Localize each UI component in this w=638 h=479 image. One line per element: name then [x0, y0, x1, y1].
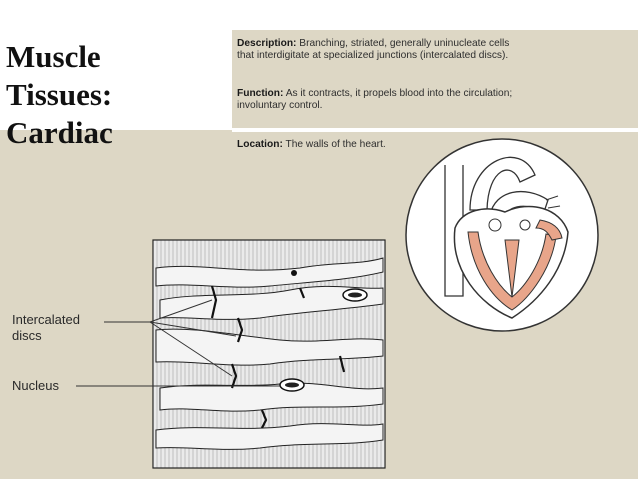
- intercalated-discs-label: Intercalated discs: [12, 312, 80, 344]
- description-text: Branching, striated, generally uninuclea…: [299, 38, 510, 49]
- description-text-line2: that interdigitate at specialized juncti…: [237, 50, 509, 61]
- location-block: Location: The walls of the heart.: [237, 139, 632, 151]
- septum: [504, 239, 520, 298]
- function-text: As it contracts, it propels blood into t…: [285, 88, 513, 99]
- title-line-1: Muscle: [6, 39, 101, 74]
- title-line-3: Cardiac: [6, 115, 113, 150]
- description-label: Description:: [237, 38, 297, 49]
- title-line-2: Tissues:: [6, 77, 113, 112]
- aorta: [469, 156, 536, 211]
- nuclei: [279, 270, 368, 392]
- function-label: Function:: [237, 88, 284, 99]
- description-block: Description: Branching, striated, genera…: [237, 38, 632, 62]
- slide-title: Muscle Tissues: Cardiac: [6, 38, 221, 152]
- info-panel: [232, 30, 638, 128]
- intercalated-label-line1: Intercalated: [12, 312, 80, 327]
- function-text-line2: involuntary control.: [237, 100, 323, 111]
- function-block: Function: As it contracts, it propels bl…: [237, 88, 632, 112]
- intercalated-label-line2: discs: [12, 328, 42, 343]
- nucleus-label: Nucleus: [12, 378, 59, 393]
- location-label: Location:: [237, 139, 283, 150]
- location-text: The walls of the heart.: [285, 139, 386, 150]
